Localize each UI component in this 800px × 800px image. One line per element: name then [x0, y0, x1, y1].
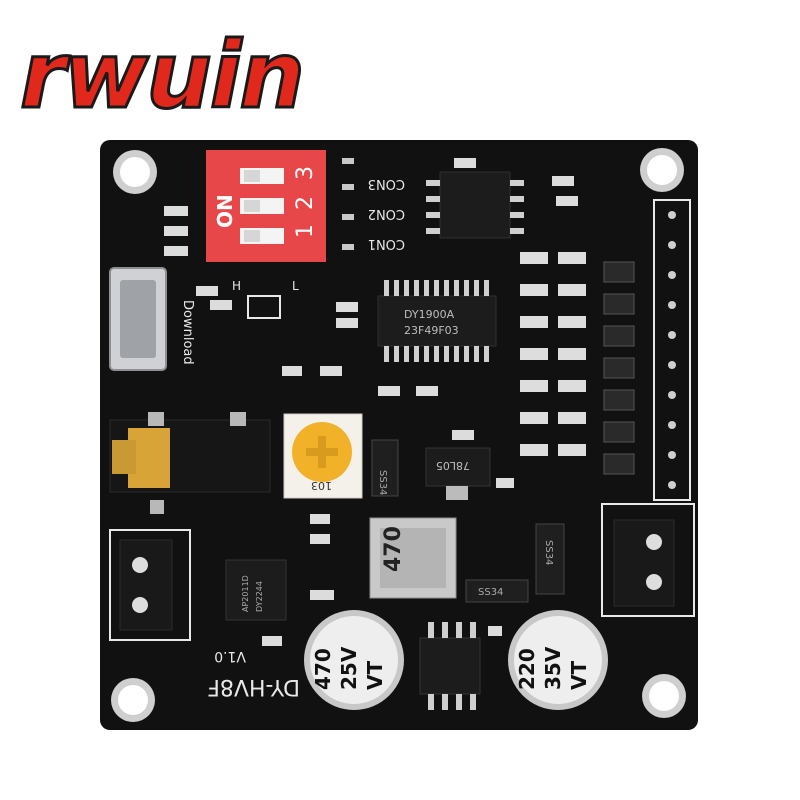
- diode-3-code: SS34: [543, 540, 554, 565]
- cap-right-brand: VT: [567, 661, 591, 690]
- trimmer-code: 103: [311, 479, 332, 492]
- tvs-diode-array: [603, 261, 635, 475]
- flash-chip: [426, 171, 524, 239]
- dip-on-label: ON: [213, 194, 237, 228]
- cap-right-voltage: 35V: [541, 646, 565, 690]
- small-passives: [164, 158, 578, 646]
- cap-left-brand: VT: [363, 661, 387, 690]
- main-ic: DY1900A 23F49F03: [377, 280, 497, 362]
- cap-right-value: 220: [515, 648, 539, 690]
- brand-logo: rwuin: [19, 22, 307, 129]
- diode-3: SS34: [535, 523, 565, 595]
- voltage-regulator: 78L05: [425, 447, 491, 500]
- capacitor-right: 220 35V VT: [508, 610, 608, 710]
- diode-2: SS34: [465, 579, 529, 603]
- board-model: DY-HV8F: [207, 674, 300, 699]
- bottom-ic: [419, 622, 481, 710]
- trimmer-potentiometer: 103: [283, 413, 363, 499]
- resistor-array: [520, 252, 586, 456]
- download-label: Download: [180, 300, 195, 365]
- diode-2-code: SS34: [478, 587, 503, 598]
- main-ic-line1: DY1900A: [404, 308, 455, 321]
- amplifier-ic: AP2011D DY2244: [225, 559, 287, 621]
- con3-label: CON3: [368, 176, 405, 191]
- dip-number-2: 2: [293, 196, 318, 210]
- jumper-pad: [247, 295, 281, 319]
- mounting-holes: [111, 148, 686, 722]
- pin-header: [653, 199, 691, 501]
- con1-label: CON1: [368, 236, 405, 251]
- micro-usb-port: [109, 267, 167, 371]
- cap-left-value: 470: [311, 648, 335, 690]
- audio-jack: [109, 412, 271, 514]
- speaker-terminal: [109, 529, 191, 641]
- dip-switch: ON 1 2 3: [206, 150, 326, 262]
- capacitor-left: 470 25V VT: [304, 610, 404, 710]
- connector-labels: CON3 CON2 CON1: [342, 158, 405, 251]
- amp-ic-line1: AP2011D: [241, 575, 250, 612]
- amp-ic-line2: DY2244: [255, 581, 264, 612]
- dip-number-1: 1: [293, 224, 318, 238]
- board-version: V1.0: [214, 648, 246, 664]
- regulator-code: 78L05: [436, 459, 470, 472]
- main-ic-line2: 23F49F03: [404, 324, 459, 337]
- inductor-code: 470: [381, 526, 406, 572]
- diode-1: SS34: [371, 439, 399, 497]
- con2-label: CON2: [368, 206, 405, 221]
- power-inductor: 470: [369, 517, 457, 599]
- diode-1-code: SS34: [377, 470, 388, 495]
- power-terminal: [601, 503, 695, 617]
- cap-left-voltage: 25V: [337, 646, 361, 690]
- dip-number-3: 3: [293, 166, 318, 180]
- silk-l-label: L: [292, 279, 299, 293]
- silk-h-label: H: [232, 279, 241, 293]
